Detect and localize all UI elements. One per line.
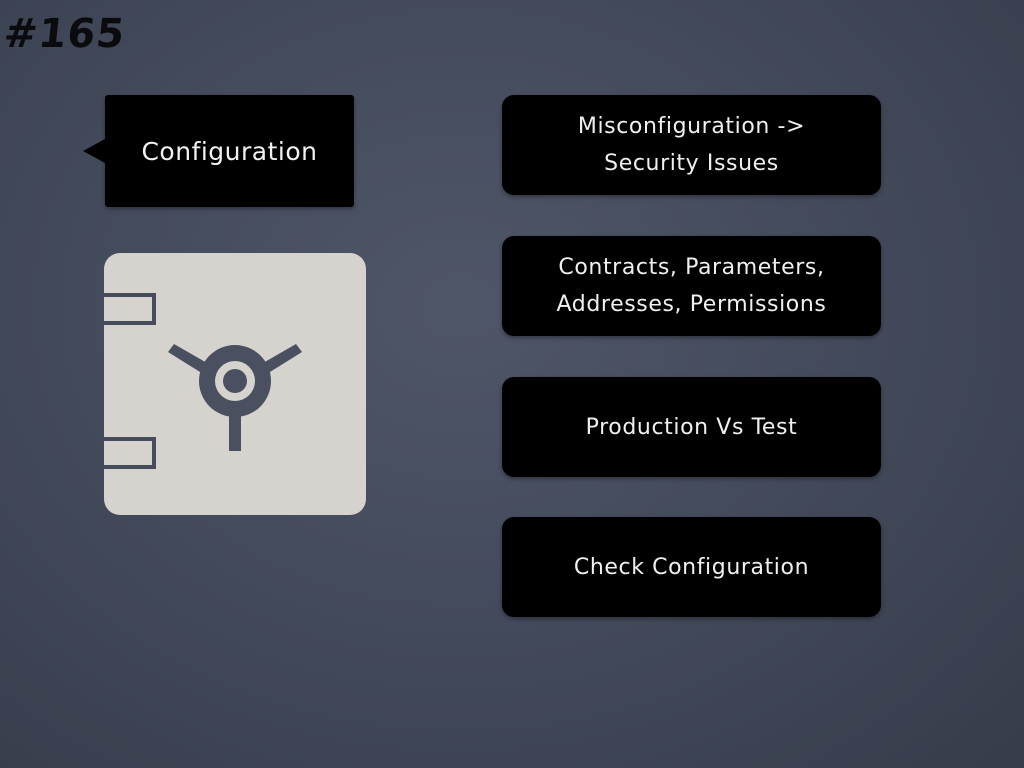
safe-hinge-bottom-inner <box>104 441 152 465</box>
contracts-box: Contracts, Parameters, Addresses, Permis… <box>502 236 881 336</box>
production-vs-test-box: Production Vs Test <box>502 377 881 477</box>
callout-label: Configuration <box>141 136 318 166</box>
safe-dial-center <box>223 369 247 393</box>
contracts-text: Contracts, Parameters, Addresses, Permis… <box>556 255 827 317</box>
configuration-callout: Configuration <box>83 95 354 207</box>
misconfiguration-text: Misconfiguration -> Security Issues <box>577 114 806 176</box>
misconfiguration-box: Misconfiguration -> Security Issues <box>502 95 881 195</box>
check-configuration-box: Check Configuration <box>502 517 881 617</box>
production-vs-test-text: Production Vs Test <box>585 414 798 440</box>
slide-number: #165 <box>1 11 128 57</box>
safe-vault-icon <box>104 253 366 515</box>
safe-handle-bottom <box>229 413 241 451</box>
check-configuration-text: Check Configuration <box>573 554 810 580</box>
safe-hinge-top-inner <box>104 297 152 321</box>
